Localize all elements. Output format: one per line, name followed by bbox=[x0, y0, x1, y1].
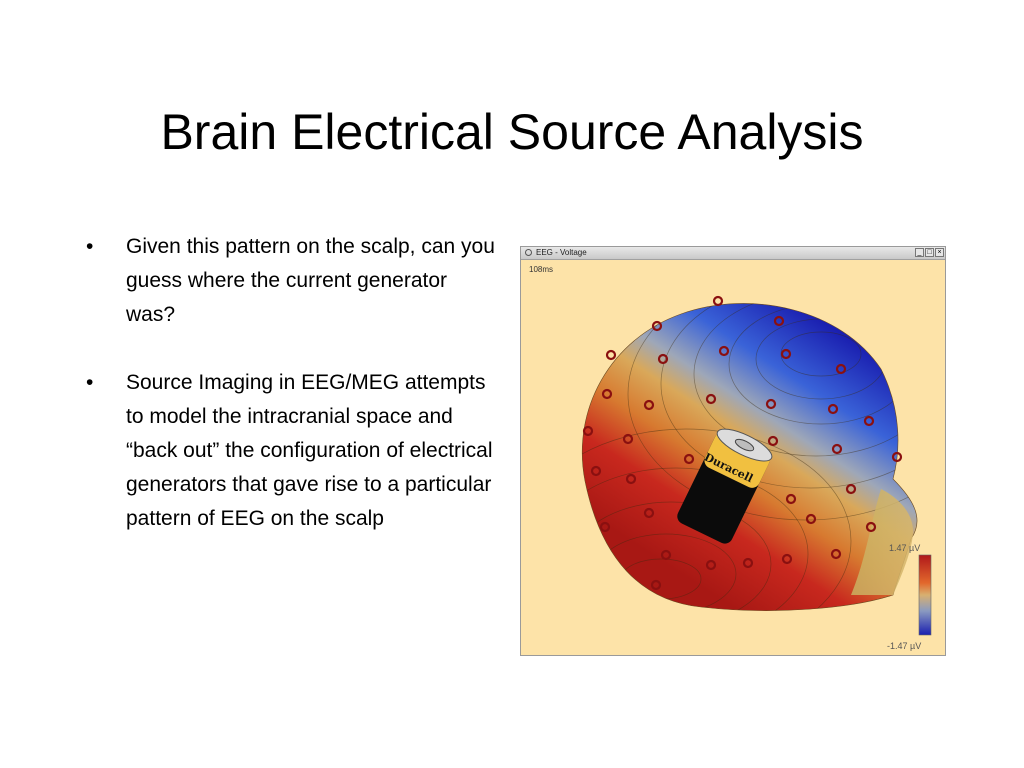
bullet-text: Source Imaging in EEG/MEG attempts to mo… bbox=[126, 371, 493, 530]
face-profile bbox=[851, 489, 913, 595]
time-label: 108ms bbox=[529, 265, 554, 274]
bullet-dot-icon: • bbox=[86, 235, 94, 258]
window-titlebar[interactable]: EEG - Voltage _ □ × bbox=[521, 247, 945, 260]
electrodes bbox=[582, 295, 903, 591]
slide-title: Brain Electrical Source Analysis bbox=[160, 104, 864, 160]
bullet-dot-icon: • bbox=[86, 371, 94, 394]
app-circle-icon bbox=[525, 249, 532, 256]
battery-icon bbox=[677, 428, 773, 544]
eeg-voltage-window: EEG - Voltage _ □ × bbox=[520, 246, 946, 656]
minimize-button[interactable]: _ bbox=[915, 248, 924, 257]
bullet-item: • Given this pattern on the scalp, can y… bbox=[84, 230, 496, 332]
close-button[interactable]: × bbox=[935, 248, 944, 257]
bullet-list: • Given this pattern on the scalp, can y… bbox=[84, 230, 496, 570]
bullet-item: • Source Imaging in EEG/MEG attempts to … bbox=[84, 366, 496, 536]
bullet-text: Given this pattern on the scalp, can you… bbox=[126, 235, 495, 326]
scale-min-label: -1.47 µV bbox=[887, 641, 922, 651]
maximize-button[interactable]: □ bbox=[925, 248, 934, 257]
eeg-head-topography: Duracell bbox=[581, 295, 932, 636]
window-title: EEG - Voltage bbox=[536, 248, 587, 257]
color-scale-bar bbox=[918, 554, 932, 636]
scale-max-label: 1.47 µV bbox=[889, 543, 921, 553]
